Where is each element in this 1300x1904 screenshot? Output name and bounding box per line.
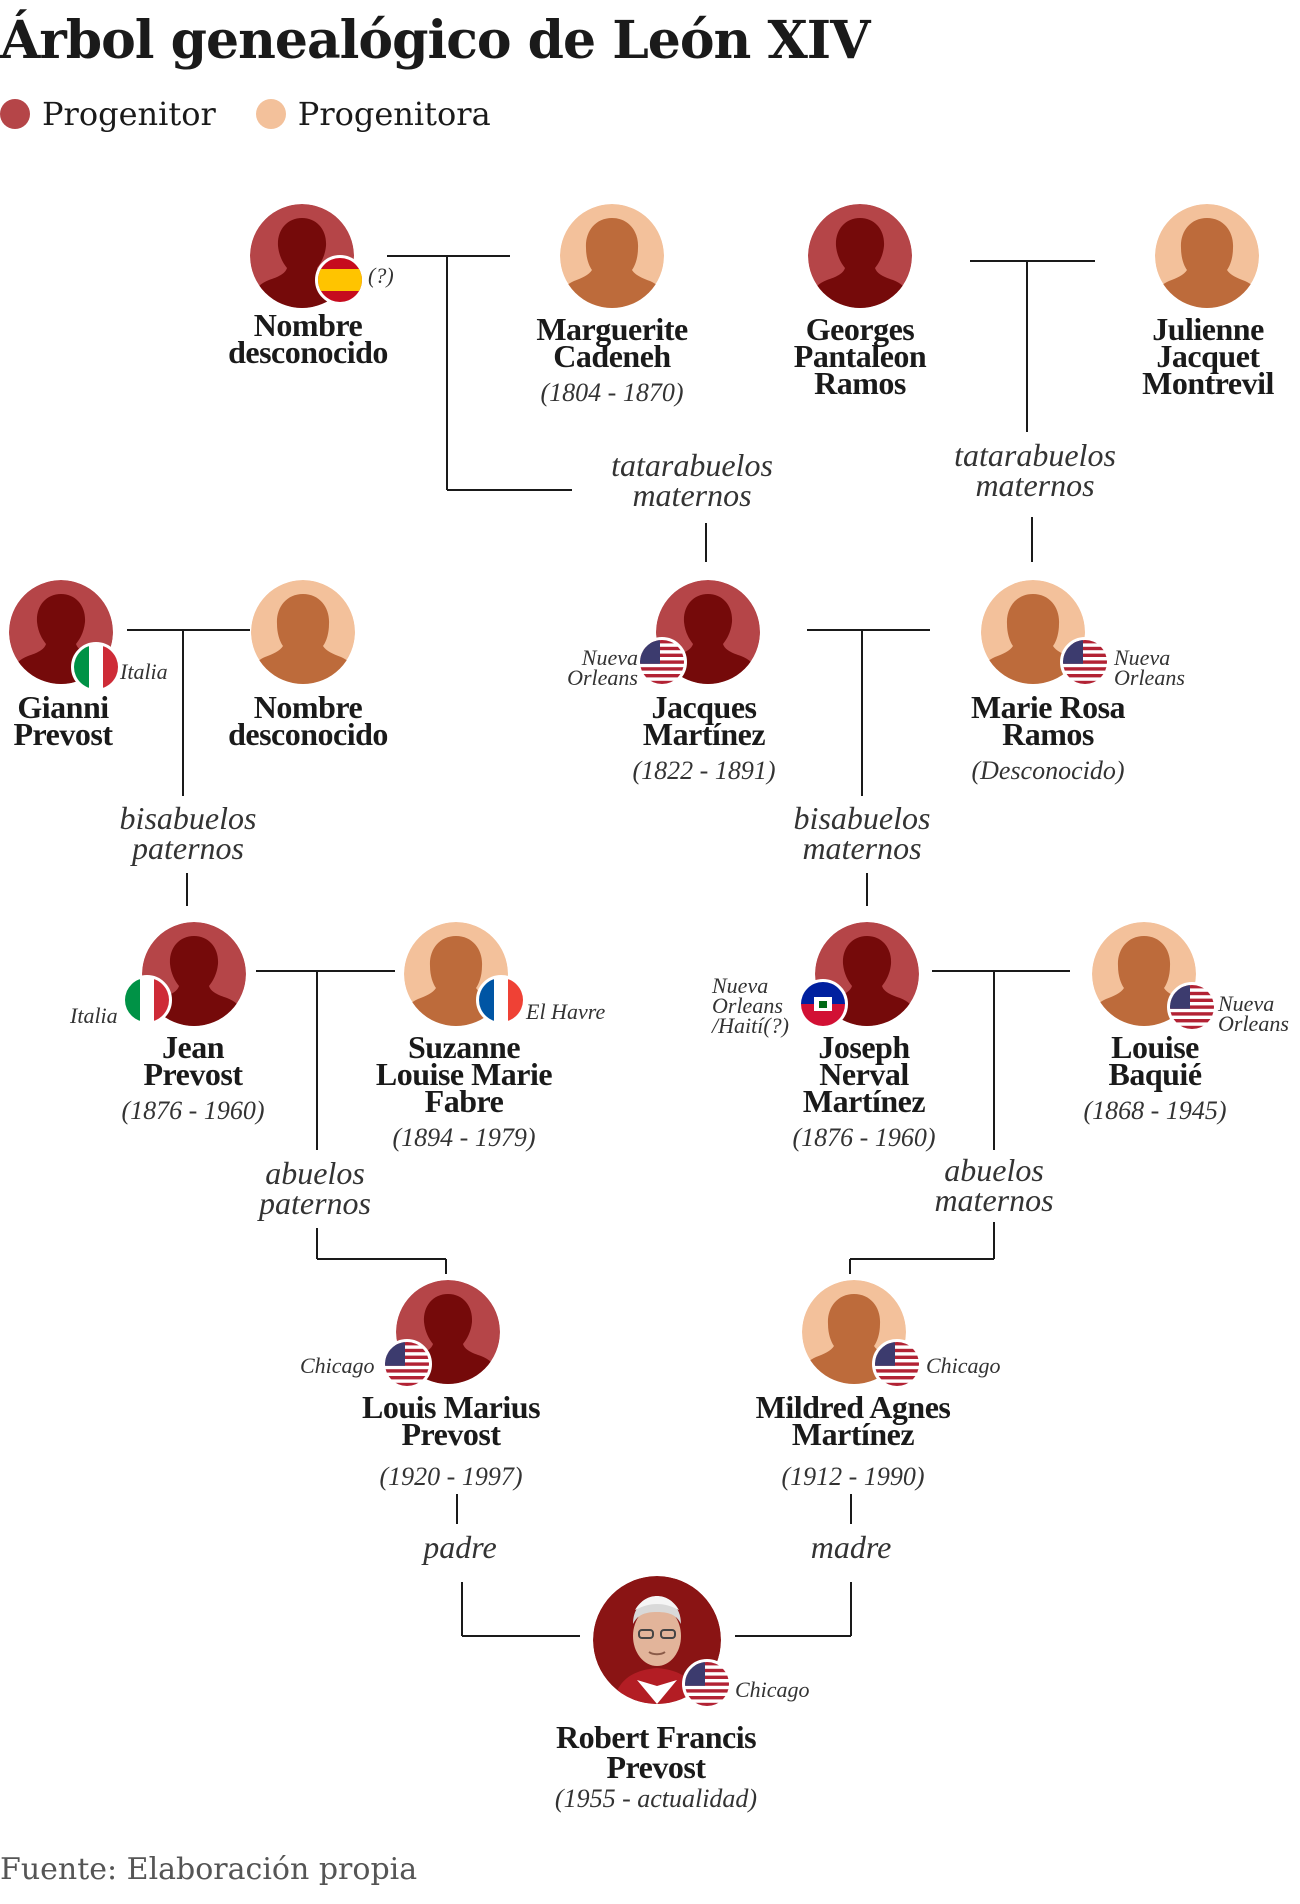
person-name: Nombre desconocido [228, 689, 388, 752]
person-jacques: Jacques Martínez (1822 - 1891) [554, 689, 854, 786]
person-dates: (1955 - actualidad) [554, 1784, 758, 1813]
usa-flag-icon [872, 1339, 922, 1389]
legend-mother: Progenitora [255, 95, 491, 133]
legend-father-label: Progenitor [42, 95, 216, 133]
person-georges: Georges Pantaleon Ramos [710, 311, 1010, 401]
person-robert: Robert Francis Prevost (1955 - actualida… [506, 1719, 806, 1814]
person-dates: (1876 - 1960) [121, 1096, 265, 1125]
usa-flag-icon [682, 1659, 732, 1709]
relation-abuelos-paternos: abuelos paternos [195, 1157, 435, 1219]
person-name: Julienne Jacquet Montrevil [1142, 311, 1274, 401]
france-flag-icon [476, 975, 526, 1025]
source-note: Fuente: Elaboración propia [0, 1852, 418, 1887]
place-mildred: Chicago [926, 1353, 1001, 1378]
person-mildred: Mildred Agnes Martínez (1912 - 1990) [703, 1389, 1003, 1492]
person-unknown-gianni-wife: Nombre desconocido [158, 689, 458, 752]
person-joseph: Joseph Nerval Martínez (1876 - 1960) [714, 1029, 1014, 1153]
avatar-female-icon [560, 204, 664, 308]
usa-flag-icon [637, 637, 687, 687]
person-dates: (1876 - 1960) [792, 1123, 936, 1152]
person-unknown-spain: Nombre desconocido [158, 307, 458, 370]
person-louise: Louise Baquié (1868 - 1945) [1005, 1029, 1300, 1126]
legend-father-dot [0, 99, 30, 129]
place-louis: Chicago [300, 1353, 375, 1378]
person-name: Nombre desconocido [228, 307, 388, 370]
relation-abuelos-maternos: abuelos maternos [874, 1154, 1114, 1216]
place-louise: Nueva Orleans [1218, 991, 1289, 1036]
person-name: Louis Marius Prevost [361, 1389, 541, 1452]
relation-tatarabuelos-left: tatarabuelos maternos [572, 449, 812, 511]
person-dates: (1868 - 1945) [1083, 1096, 1227, 1125]
spain-flag-icon [315, 255, 365, 305]
person-name: Robert Francis Prevost [555, 1719, 757, 1785]
person-name: Louise Baquié [1108, 1029, 1202, 1092]
place-unknown-spain: (?) [368, 263, 394, 288]
person-name: Marguerite Cadeneh [536, 311, 688, 374]
place-robert: Chicago [735, 1677, 810, 1702]
place-suzanne: El Havre [526, 999, 606, 1024]
person-louis: Louis Marius Prevost (1920 - 1997) [301, 1389, 601, 1492]
legend: Progenitor Progenitora [0, 92, 531, 136]
avatar-female-icon [981, 580, 1085, 684]
person-gianni: Gianni Prevost [0, 689, 213, 752]
avatar-female-icon [251, 580, 355, 684]
page-title: Árbol genealógico de León XIV [0, 10, 870, 71]
person-jean: Jean Prevost (1876 - 1960) [43, 1029, 343, 1126]
place-jacques: Nueva Orleans [567, 645, 638, 690]
person-julienne: Julienne Jacquet Montrevil [1058, 311, 1300, 401]
person-name: Jacques Martínez [642, 689, 766, 752]
person-suzanne: Suzanne Louise Marie Fabre (1894 - 1979) [314, 1029, 614, 1153]
italy-flag-icon [71, 642, 121, 692]
person-dates: (1822 - 1891) [632, 756, 776, 785]
person-dates: (1894 - 1979) [392, 1123, 536, 1152]
italy-flag-icon [122, 975, 172, 1025]
haiti-flag-icon [798, 979, 848, 1029]
relation-bisabuelos-maternos: bisabuelos maternos [742, 802, 982, 864]
person-name: Gianni Prevost [13, 689, 113, 752]
usa-flag-icon [382, 1339, 432, 1389]
person-marguerite: Marguerite Cadeneh (1804 - 1870) [462, 311, 762, 408]
person-dates: (1912 - 1990) [781, 1462, 925, 1491]
relation-bisabuelos-paternos: bisabuelos paternos [68, 802, 308, 864]
usa-flag-icon [1060, 637, 1110, 687]
person-name: Georges Pantaleon Ramos [793, 311, 927, 401]
relation-tatarabuelos-right: tatarabuelos maternos [915, 439, 1155, 501]
person-dates: (Desconocido) [971, 756, 1125, 785]
place-joseph: Nueva Orleans /Haití(?) [712, 973, 789, 1038]
person-name: Joseph Nerval Martínez [802, 1029, 926, 1119]
person-name: Jean Prevost [143, 1029, 243, 1092]
place-marie-rosa: Nueva Orleans [1114, 645, 1185, 690]
avatar-male-icon [808, 204, 912, 308]
person-dates: (1804 - 1870) [540, 378, 684, 407]
person-dates: (1920 - 1997) [379, 1462, 523, 1491]
legend-father: Progenitor [0, 95, 216, 133]
place-gianni: Italia [120, 659, 168, 684]
usa-flag-icon [1167, 982, 1217, 1032]
person-name: Suzanne Louise Marie Fabre [375, 1029, 553, 1119]
legend-mother-dot [255, 99, 286, 129]
person-name: Marie Rosa Ramos [970, 689, 1126, 752]
relation-madre: madre [731, 1531, 971, 1563]
relation-padre: padre [340, 1531, 580, 1563]
avatar-female-icon [1155, 204, 1259, 308]
legend-mother-label: Progenitora [297, 95, 491, 133]
person-marie-rosa: Marie Rosa Ramos (Desconocido) [898, 689, 1198, 786]
place-jean: Italia [70, 1003, 118, 1028]
person-name: Mildred Agnes Martínez [755, 1389, 951, 1452]
